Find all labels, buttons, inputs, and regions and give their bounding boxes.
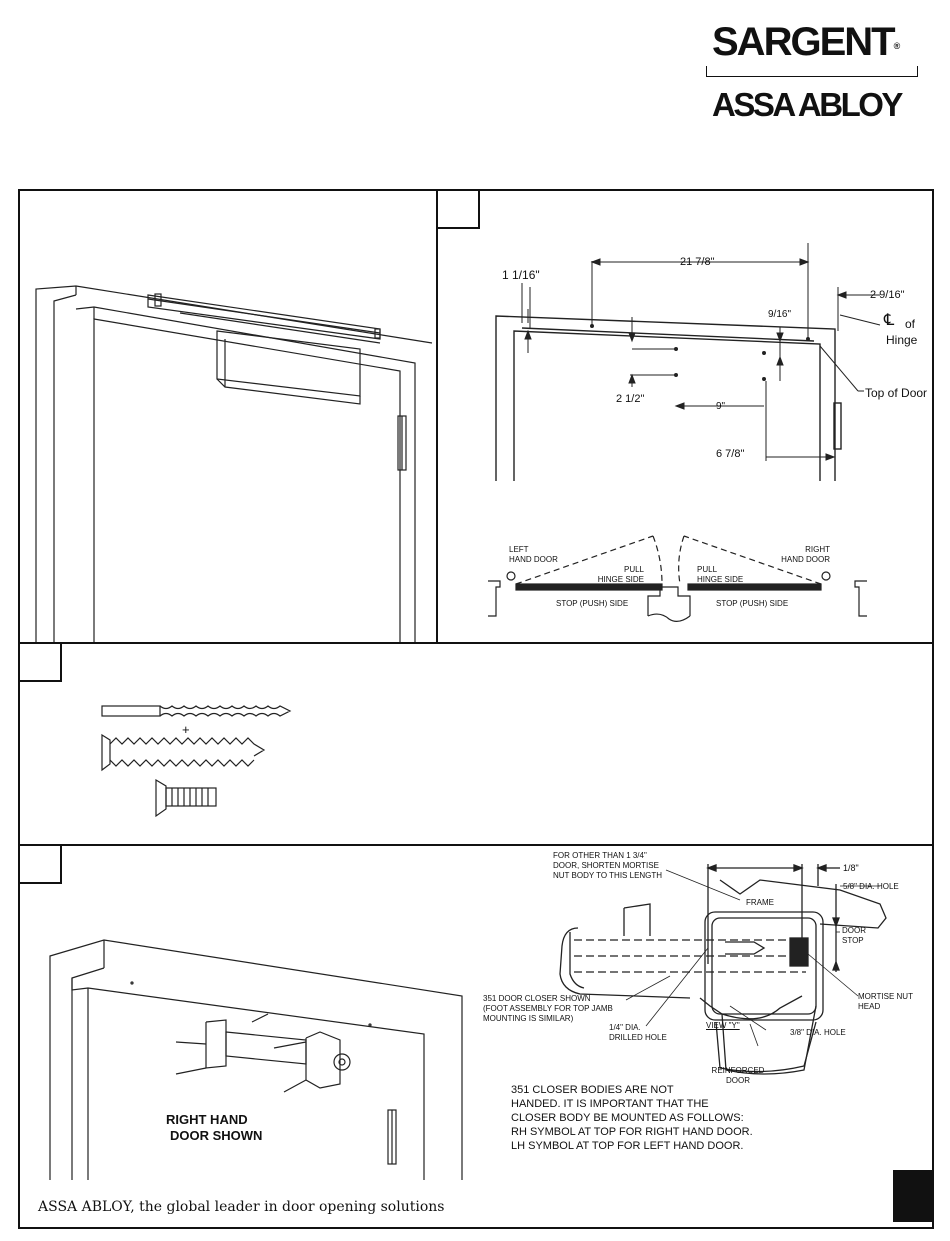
center-plus-mark: + [182, 722, 190, 737]
page-tab-marker [893, 1170, 932, 1222]
door-stop-label: DOOR STOP [842, 926, 866, 945]
left-stop-push-side: STOP (PUSH) SIDE [556, 599, 629, 608]
dim-9-16: 9/16" [768, 309, 792, 320]
mortise-section-diagram [559, 864, 887, 1075]
mortise-nut-head-label: MORTISE NUT HEAD [858, 992, 913, 1011]
view-y-label: VIEW "Y" [706, 1021, 740, 1030]
closer-shown-note: 351 DOOR CLOSER SHOWN (FOOT ASSEMBLY FOR… [483, 994, 613, 1023]
right-hand-door-label: RIGHT HAND DOOR [781, 545, 830, 564]
dim-2-1-2: 2 1/2" [616, 393, 645, 405]
dim-6-7-8: 6 7/8" [716, 448, 745, 460]
drilled-hole-label: 1/4" DIA. DRILLED HOLE [609, 1023, 667, 1042]
right-pull-hinge-side: PULL HINGE SIDE [697, 565, 744, 584]
left-hand-door-label: LEFT HAND DOOR [509, 545, 558, 564]
fasteners-illustration [101, 705, 292, 818]
dim-2-9-16: 2 9/16" [870, 289, 905, 301]
hinge-centerline-symbol: ℄ [884, 310, 895, 329]
left-pull-hinge-side: PULL HINGE SIDE [597, 565, 644, 584]
footer-tagline: ASSA ABLOY, the global leader in door op… [38, 1199, 445, 1215]
right-hand-door-shown: RIGHT HAND DOOR SHOWN [166, 1112, 263, 1143]
dim-9: 9" [716, 401, 726, 412]
dim-1-1-16: 1 1/16" [502, 268, 540, 282]
step-box-fasteners [20, 644, 62, 682]
handing-notice: 351 CLOSER BODIES ARE NOT HANDED. IT IS … [511, 1084, 753, 1152]
divider-horizontal-1 [18, 642, 932, 644]
reinforced-door-label: REINFORCED DOOR [711, 1066, 765, 1085]
assa-abloy-logo: ASSA ABLOY [712, 86, 903, 123]
registered-mark: ® [893, 41, 901, 51]
step-box-template [438, 191, 480, 229]
divider-horizontal-2 [18, 844, 932, 846]
dim-1-8: 1/8" [843, 863, 859, 873]
closer-install-illustration [49, 939, 463, 1180]
top-of-door-label: Top of Door [865, 386, 928, 400]
hinge-label: Hinge [886, 333, 918, 347]
shorten-mortise-note: FOR OTHER THAN 1 3/4" DOOR, SHORTEN MORT… [553, 851, 663, 880]
door-closer-illustration [35, 285, 433, 642]
template-diagram [488, 243, 881, 622]
divider-vertical-top [436, 189, 438, 643]
hinge-of: of [905, 317, 916, 331]
page-frame [18, 189, 934, 1229]
frame-label: FRAME [746, 898, 774, 907]
right-stop-push-side: STOP (PUSH) SIDE [716, 599, 789, 608]
sargent-logo: SARGENT® [712, 20, 901, 64]
step-box-install [20, 846, 62, 884]
logo-divider [706, 66, 918, 77]
hole-3-8-label: 3/8" DIA. HOLE [790, 1028, 846, 1037]
hole-5-8-label: 5/8" DIA. HOLE [843, 882, 899, 891]
dim-21-7-8: 21 7/8" [680, 256, 715, 268]
